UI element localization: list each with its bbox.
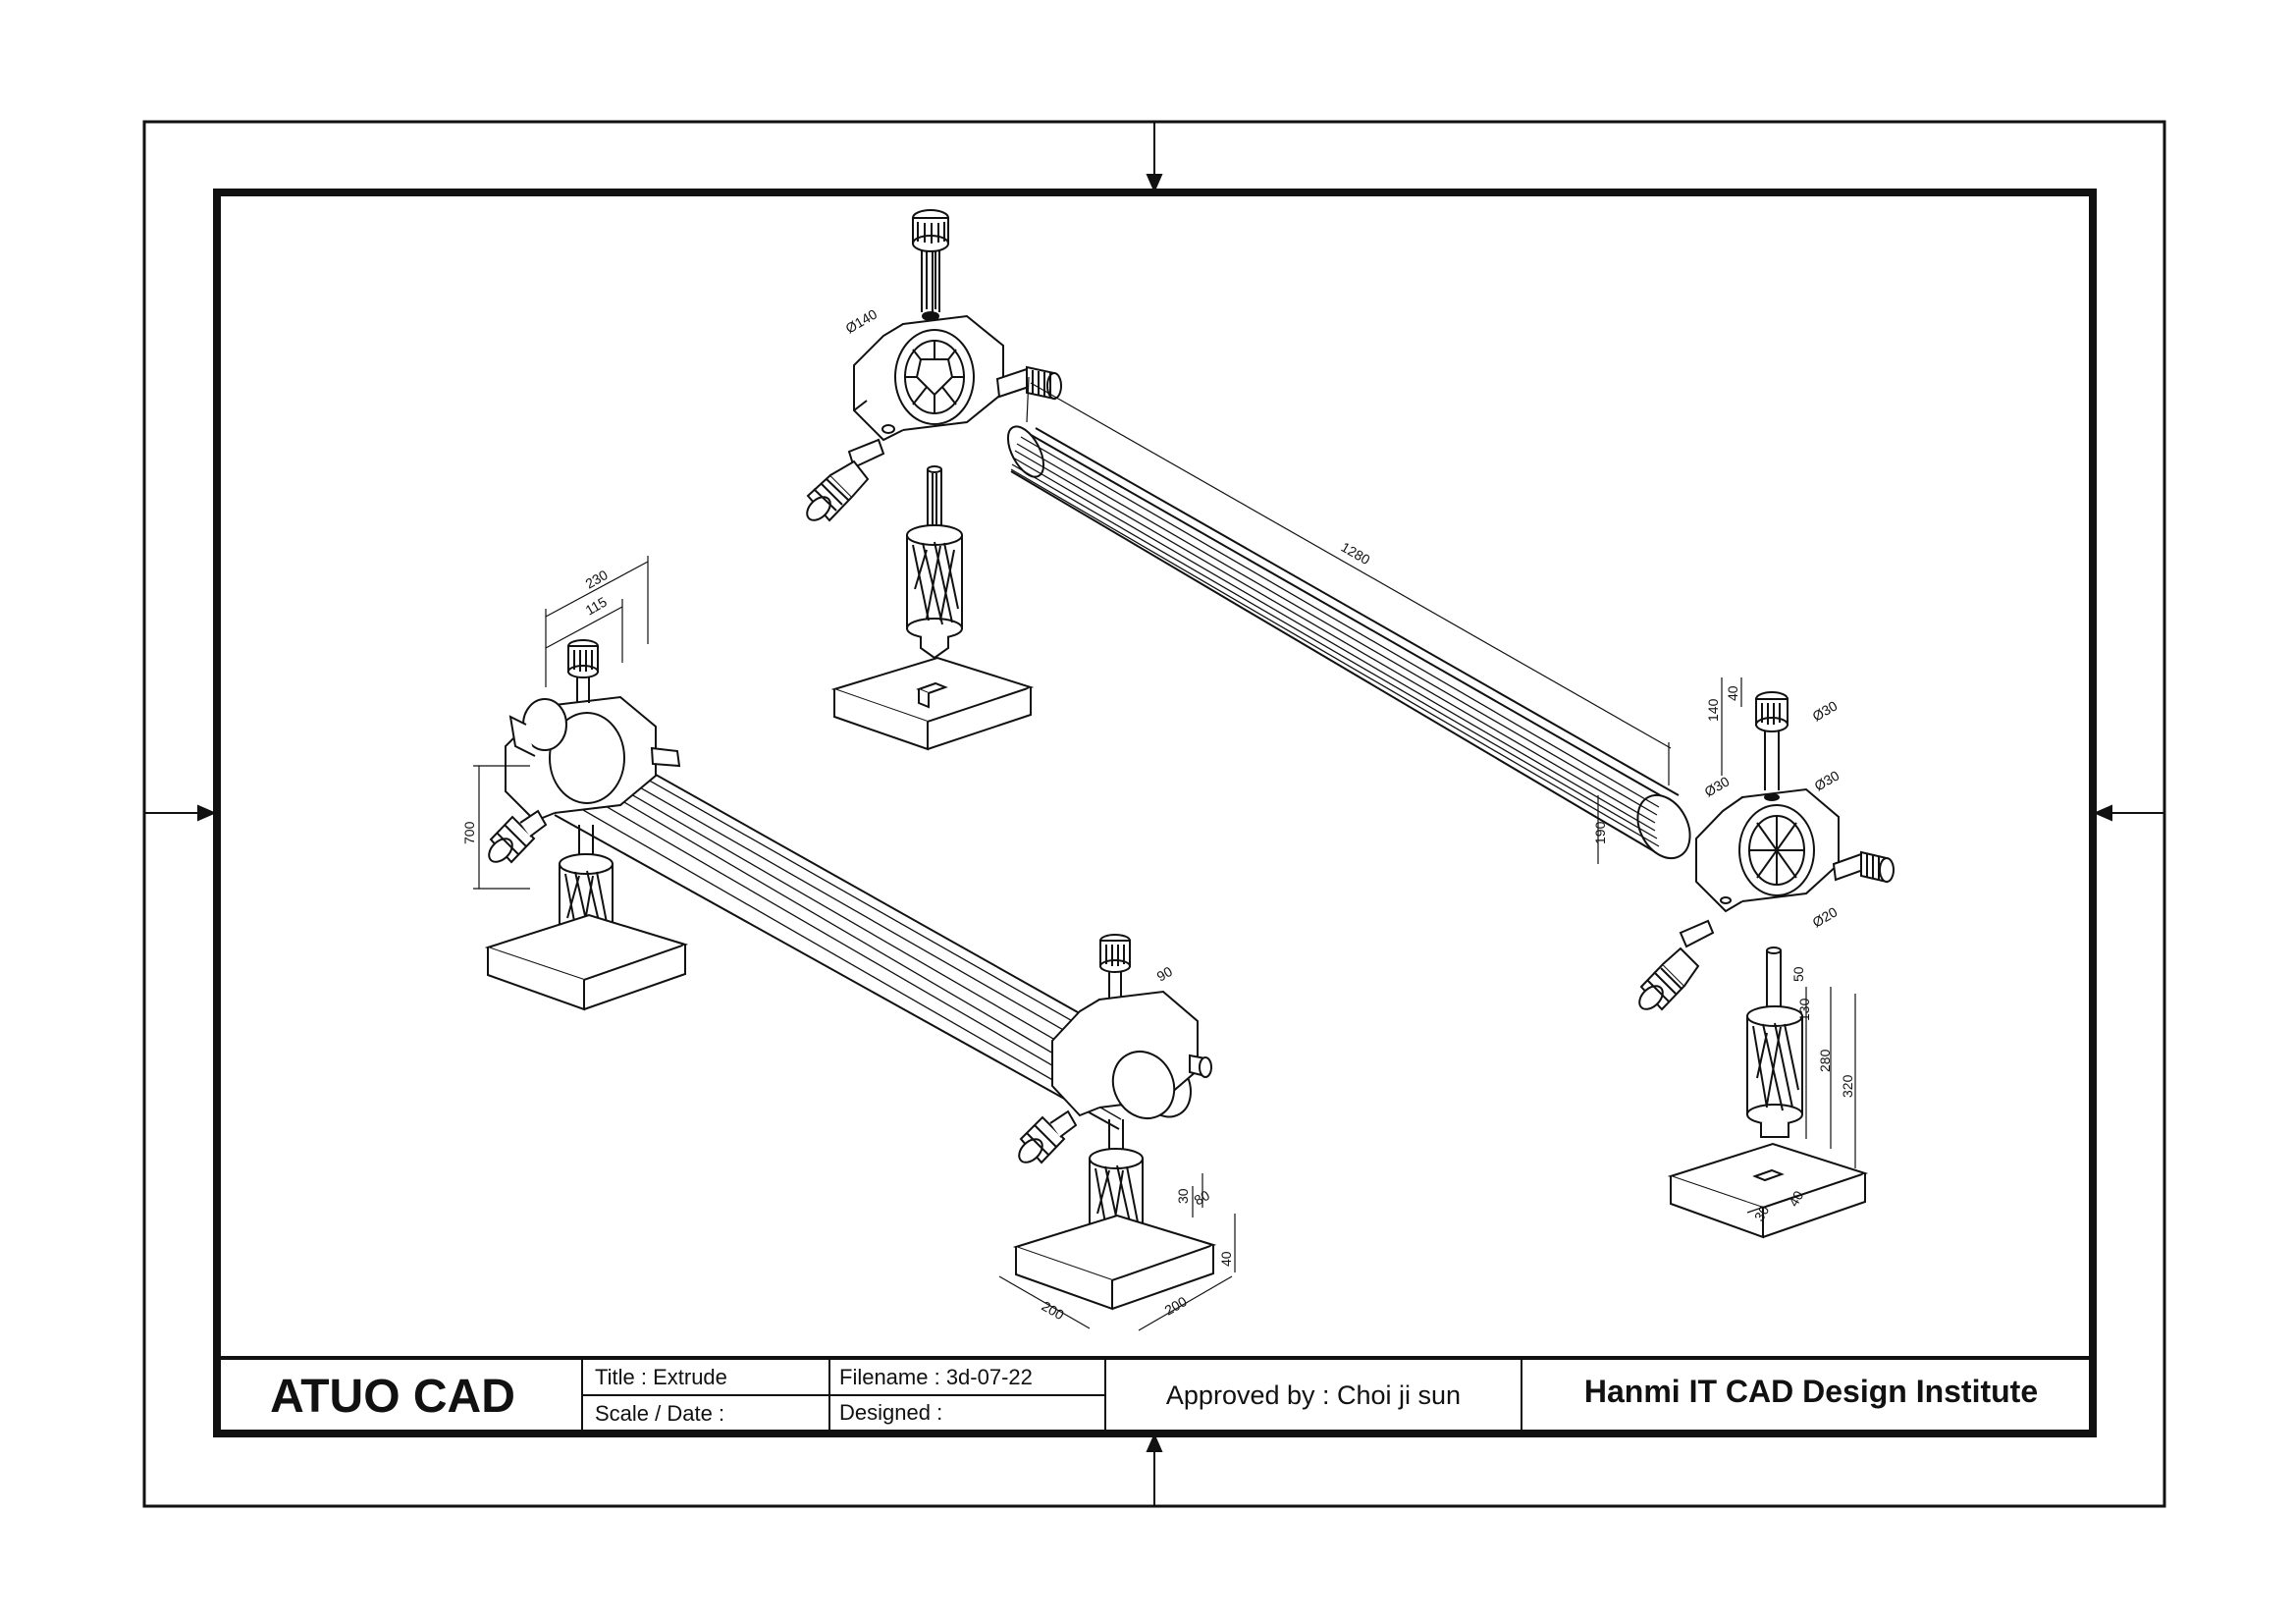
dim-label-90: 90 [1154, 963, 1176, 985]
dim-lines-assembled [473, 556, 1236, 1331]
dim-lines-right [1597, 677, 1856, 1214]
knob-top-left [806, 438, 885, 522]
assembled-base-left [484, 913, 689, 1011]
dim-label-30e: 30 [1175, 1188, 1191, 1204]
assembled-collar-right [1051, 990, 1212, 1119]
scale-date-field: Scale / Date : [595, 1401, 724, 1426]
dim-1280 [1026, 376, 1672, 785]
dim-label-30c: Ø30 [1702, 773, 1733, 799]
assembled-knob-right-low [1018, 1109, 1078, 1164]
knob-right-top [1755, 691, 1789, 790]
knob-top [912, 209, 949, 312]
fluted-tube [1006, 425, 1691, 860]
dim-label-190: 190 [1592, 821, 1608, 844]
assembled-knob-left-low [488, 809, 548, 864]
centering-marks [144, 122, 2164, 1506]
dim-label-30a: Ø30 [1810, 697, 1841, 724]
exploded-assembly [473, 209, 1895, 1331]
company-logo: ATUO CAD [270, 1371, 515, 1423]
base-plate-top [830, 656, 1035, 751]
post-right [1746, 947, 1803, 1138]
dim-label-130: 130 [1796, 998, 1812, 1021]
dim-label-230: 230 [583, 567, 611, 592]
assembled-knob-right-top [1099, 934, 1131, 998]
drawing-frame [213, 189, 2097, 1437]
dim-label-30b: Ø30 [1812, 767, 1842, 793]
approved-field: Approved by : Choi ji sun [1166, 1380, 1461, 1410]
outer-border [142, 120, 2166, 1508]
dim-label-140: Ø140 [843, 306, 881, 337]
dim-label-40a: 40 [1725, 685, 1740, 701]
assembled-knob-left-top [567, 639, 599, 703]
dim-label-20: Ø20 [1810, 903, 1841, 930]
designed-field: Designed : [839, 1400, 942, 1425]
dim-label-80: 80 [1192, 1187, 1213, 1209]
dim-label-140b: 140 [1705, 698, 1721, 722]
assembled-base-right [1012, 1214, 1217, 1311]
knob-right-side [1832, 850, 1895, 884]
dim-label-700: 700 [461, 821, 477, 844]
dim-label-320: 320 [1840, 1074, 1855, 1098]
filename-field: Filename : 3d-07-22 [839, 1365, 1033, 1389]
octagon-collar-top [853, 311, 1004, 442]
knob-top-right [995, 365, 1062, 401]
base-plate-right [1667, 1142, 1869, 1239]
dim-label-50: 50 [1790, 966, 1806, 982]
dim-label-115: 115 [583, 593, 611, 618]
octagon-collar-right [1695, 787, 1840, 913]
dim-label-40c: 40 [1218, 1251, 1234, 1267]
institute-name: Hanmi IT CAD Design Institute [1584, 1374, 2038, 1409]
dim-label-280: 280 [1817, 1049, 1833, 1072]
post-top [906, 465, 963, 660]
dim-label-40b: 40 [1786, 1188, 1807, 1210]
assembled-collar-left [505, 695, 681, 823]
dim-label-30d: 30 [1751, 1203, 1773, 1224]
title-block: ATUO CAD Title : Extrude Scale / Date : … [217, 1356, 2093, 1434]
title-field: Title : Extrude [595, 1365, 727, 1389]
dim-label-1280: 1280 [1339, 539, 1373, 568]
knob-right-left [1638, 919, 1715, 1011]
